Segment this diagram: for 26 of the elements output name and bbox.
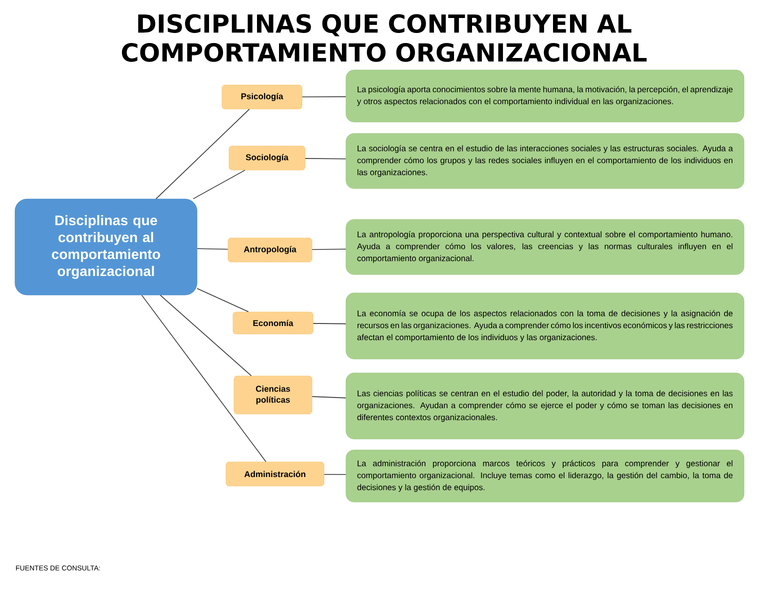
discipline-box: Administración (226, 462, 324, 486)
discipline-box: Antropología (228, 238, 312, 262)
connector-line (196, 288, 249, 312)
description-box: La sociología se centra en el estudio de las interacciones sociales y las estructuras sociales. Ayuda a comprender cómo los grupos y las redes sociales influyen en el comportamiento de los individuos en las organizaciones. (346, 133, 744, 189)
connector-line (156, 108, 250, 200)
connector-line (312, 323, 346, 324)
description-box: La antropología proporciona una perspectiva cultural y contextual sobre el comportamiento humano. Ayuda a comprender cómo los valores, las creencias y las normas culturales influyen en el comportamiento organizacional. (346, 219, 744, 275)
discipline-box: Economía (232, 312, 314, 334)
connector-line (324, 474, 346, 475)
description-box: La economía se ocupa de los aspectos relacionados con la toma de decisiones y la asignación de recursos en las organizaciones. Ayuda a comprender cómo los incentivos económicos y las restricciones afectan el comportamiento de los individuos y las organizaciones. (346, 292, 744, 360)
discipline-box: Psicología (222, 84, 302, 110)
connector-line (141, 294, 266, 462)
discipline-box: Ciencias políticas (234, 376, 312, 414)
connector-line (312, 248, 346, 250)
title: DISCIPLINAS QUE CONTRIBUYEN AL COMPORTAMIENTO ORGANIZACIONAL (122, 14, 647, 62)
description-box: Las ciencias políticas se centran en el estudio del poder, la autoridad y la toma de decisiones en las organizaciones. Ayudan a comprender cómo se ejerce el poder y cómo se toman las decisiones en diferentes contextos organizacionales. (346, 372, 744, 440)
description-box: La administración proporciona marcos teóricos y prácticos para comprender y gestionar el comportamiento organizacional. Incluye temas como el liderazgo, la gestión del cambio, la toma de decisiones y la gestión de equipos. (346, 450, 744, 502)
topic-box: Disciplinas que contribuyen al comportamiento organizacional (14, 198, 198, 296)
connector-line (192, 170, 246, 200)
discipline-box: Sociología (228, 146, 306, 170)
connector-line (302, 96, 346, 98)
description-box: La psicología aporta conocimientos sobre la mente humana, la motivación, la percepción, el aprendizaje y otros aspectos relacionados con el comportamiento individual en las organizaciones. (346, 70, 744, 122)
connector-line (304, 158, 346, 160)
connector-line (196, 248, 228, 250)
connector-line (160, 294, 252, 376)
connector-line (312, 396, 346, 398)
